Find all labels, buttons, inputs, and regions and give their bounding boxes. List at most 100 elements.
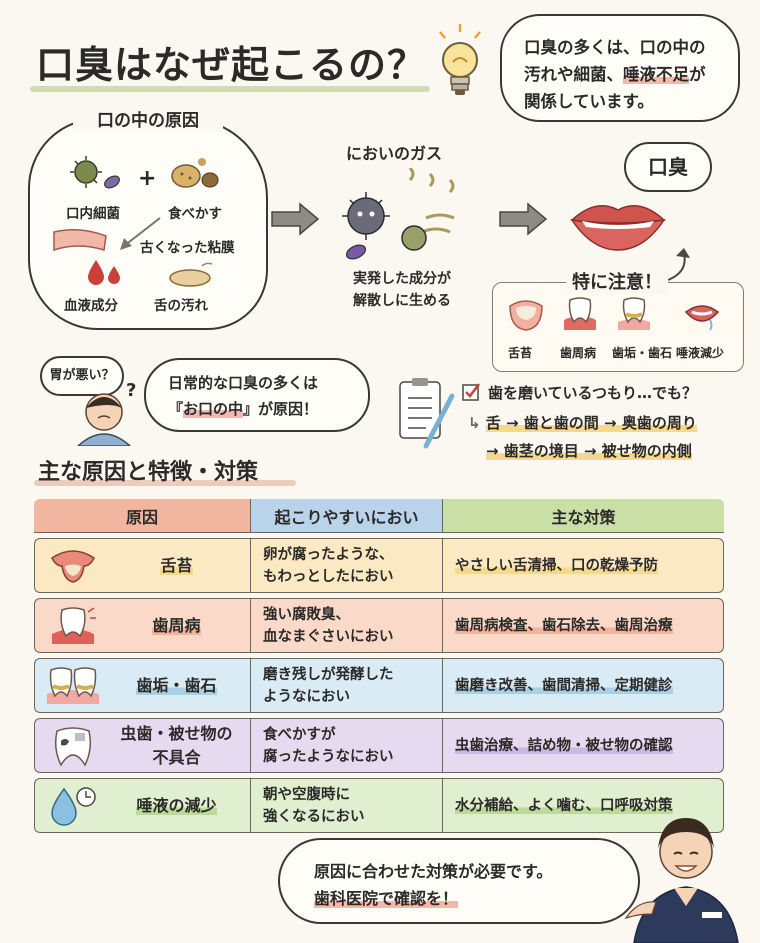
light-bulb-icon (439, 24, 481, 95)
gas-line-1: 実発した成分が (353, 271, 451, 287)
measure-text: やさしい舌清掃、口の乾燥予防 (455, 557, 658, 574)
decayed-tooth-icon (43, 724, 103, 768)
patient-highlight: お口の中 (183, 400, 244, 418)
checkbox-icon (462, 383, 480, 401)
closing-speech-bubble: 原因に合わせた対策が必要です。 歯科医院で確認を！ (278, 838, 640, 924)
food-label: 食べかす (168, 206, 222, 222)
cause-text-line-1: 虫歯・被せ物の (120, 723, 233, 743)
thought-bubble: 胃が悪い？ (40, 356, 124, 396)
closing-line-2: 歯科医院で確認を！ (314, 885, 638, 912)
table-row: 歯垢・歯石 磨き残しが発酵したようなにおい 歯磨き改善、歯間清掃、定期健診 (34, 658, 724, 713)
right-arrow-icon (499, 202, 548, 236)
closing-line-1: 原因に合わせた対策が必要です。 (314, 862, 553, 881)
smell-line: 腐ったようなにおい (263, 748, 394, 765)
cause-name: 歯周病 (103, 615, 250, 637)
gum-inflammation-icon (43, 604, 103, 648)
cause-cell: 舌苔 (34, 538, 250, 593)
blood-drops-icon (88, 260, 120, 285)
brushing-route-2: → 歯茎の境目 → 被せ物の内側 (486, 440, 692, 461)
question-mark: ? (126, 380, 137, 401)
caution-title: 特に注意！ (566, 268, 668, 294)
brushing-line-1: 舌 → 歯と歯の間 → 奥歯の周り (485, 414, 697, 432)
intro-line-2a: 汚れや細菌、 (524, 65, 623, 84)
table-row: 虫歯・被せ物の不具合 食べかすが腐ったようなにおい 虫歯治療、詰め物・被せ物の確… (34, 718, 724, 773)
smell-line: ようなにおい (263, 688, 350, 705)
header-cause: 原因 (34, 499, 250, 533)
smell-line: 血なまぐさいにおい (263, 628, 394, 645)
intro-line-1: 口臭の多くは、口の中の (524, 38, 706, 57)
gas-description: 実発した成分が 解散しに生める (332, 268, 472, 312)
table-header-row: 原因 起こりやすいにおい 主な対策 (34, 499, 724, 533)
lips-icon (570, 205, 666, 251)
mouth-causes-title: 口の中の原因 (73, 106, 223, 131)
table-row: 唾液の減少 朝や空腹時に強くなるにおい 水分補給、よく噛む、口呼吸対策 (34, 778, 724, 833)
intro-line-2c: が (689, 65, 706, 84)
measure-text: 虫歯治療、詰め物・被せ物の確認 (455, 737, 673, 754)
thought-text: 胃が悪い？ (49, 368, 115, 383)
smell-cell: 卵が腐ったような、もわっとしたにおい (250, 538, 442, 593)
periodontal-icon (564, 297, 596, 330)
saliva-drop-clock-icon (43, 784, 103, 828)
page-title: 口臭はなぜ起こるの？ (36, 43, 427, 87)
measure-text: 歯磨き改善、歯間清掃、定期健診 (455, 677, 673, 694)
section-title: 主な原因と特徴・対策 (38, 460, 259, 485)
cause-text-line-2: 不具合 (152, 747, 201, 767)
halitosis-label: 口臭 (648, 155, 688, 179)
blood-label: 血液成分 (64, 298, 118, 314)
measure-cell: 虫歯治療、詰め物・被せ物の確認 (442, 718, 724, 773)
patient-speech-bubble: 日常的な口臭の多くは 『お口の中』が原因！ (144, 358, 370, 432)
caution-item-3: 歯垢・歯石 (612, 346, 673, 360)
measure-cell: 歯磨き改善、歯間清掃、定期健診 (442, 658, 724, 713)
mouth-causes-cloud: 口の中の原因 (28, 106, 268, 330)
plaque-tartar-icon (618, 297, 650, 330)
patient-line-2: 『お口の中』が原因！ (168, 396, 368, 422)
patient-bracket-open: 『 (168, 400, 184, 418)
cause-cell: 唾液の減少 (34, 778, 250, 833)
cause-name: 舌苔 (103, 555, 250, 577)
brushing-line-2: → 歯茎の境目 → 被せ物の内側 (486, 442, 692, 460)
clipboard-toothbrush-icon (399, 378, 455, 449)
plaque-teeth-icon (43, 664, 103, 708)
brushing-question: 歯を磨いているつもり…でも？ (488, 384, 697, 402)
intro-highlight: 唾液不足 (623, 65, 689, 84)
cause-name: 歯垢・歯石 (103, 675, 250, 697)
smell-line: もわっとしたにおい (263, 568, 394, 585)
tongue-icon (43, 544, 103, 588)
smell-line: 強くなるにおい (263, 808, 365, 825)
patient-line-2-end: 』が原因！ (243, 400, 319, 418)
bacteria-icon (70, 156, 120, 189)
caution-item-1: 舌苔 (508, 346, 533, 360)
cause-cell: 虫歯・被せ物の不具合 (34, 718, 250, 773)
table-row: 舌苔 卵が腐ったような、もわっとしたにおい やさしい舌清掃、口の乾燥予防 (34, 538, 724, 593)
cause-name: 虫歯・被せ物の不具合 (103, 722, 250, 770)
measure-cell: やさしい舌清掃、口の乾燥予防 (442, 538, 724, 593)
measure-cell: 水分補給、よく噛む、口呼吸対策 (442, 778, 724, 833)
brushing-route-1: ↳ 舌 → 歯と歯の間 → 奥歯の周り (468, 414, 697, 432)
header-measure: 主な対策 (442, 499, 724, 533)
gas-line-2: 解散しに生める (353, 293, 451, 309)
header-smell: 起こりやすいにおい (250, 499, 442, 533)
cause-cell: 歯周病 (34, 598, 250, 653)
measure-text: 水分補給、よく噛む、口呼吸対策 (455, 797, 673, 814)
curved-up-arrow-icon (667, 248, 690, 281)
bad-breath-gas-icon (342, 168, 455, 260)
cause-name: 唾液の減少 (103, 795, 250, 817)
mucosa-label: 古くなった粘膜 (140, 240, 235, 256)
down-left-arrow-icon (120, 217, 161, 250)
smell-line: 朝や空腹時に (263, 786, 350, 803)
measure-text: 歯周病検査、歯石除去、歯周治療 (455, 617, 673, 634)
smell-cell: 朝や空腹時に強くなるにおい (250, 778, 442, 833)
smell-cell: 強い腐敗臭、血なまぐさいにおい (250, 598, 442, 653)
caution-item-4: 唾液減少 (676, 346, 725, 360)
section-underline (34, 480, 296, 486)
smell-cell: 食べかすが腐ったようなにおい (250, 718, 442, 773)
patient-line-1: 日常的な口臭の多くは (168, 374, 319, 392)
gas-title: においのガス (346, 144, 443, 163)
dry-mouth-icon (684, 305, 720, 331)
caution-item-2: 歯周病 (560, 346, 597, 360)
cause-cell: 歯垢・歯石 (34, 658, 250, 713)
tongue-dirt-label: 舌の汚れ (154, 298, 208, 314)
smell-line: 磨き残しが発酵した (263, 666, 394, 683)
smell-line: 卵が腐ったような、 (263, 546, 394, 563)
cause-text: 歯垢・歯石 (136, 675, 217, 695)
